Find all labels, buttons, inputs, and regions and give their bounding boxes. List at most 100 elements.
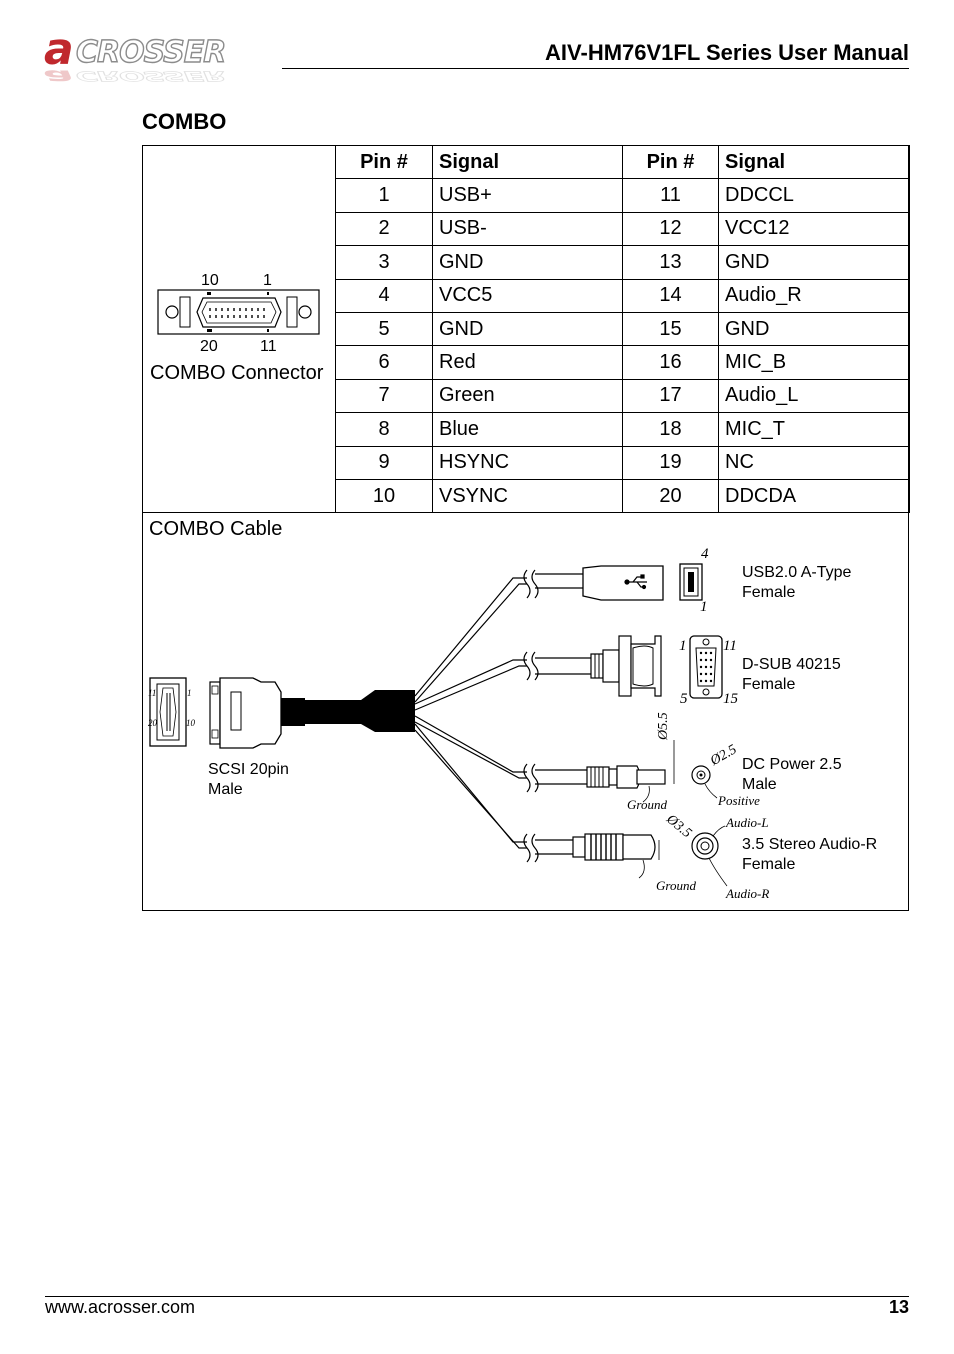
signal-cell: GND (718, 245, 910, 280)
header-pin-2: Pin # (622, 144, 719, 180)
scsi-pin-20: 20 (148, 718, 157, 728)
usb-pin-4: 4 (701, 546, 709, 562)
pin-number-cell: 2 (335, 211, 433, 247)
usb-label-line2: Female (742, 584, 796, 601)
signal-cell: Audio_R (718, 278, 910, 313)
pin-number-cell: 15 (622, 311, 719, 347)
cable-wires (414, 569, 591, 863)
pin-number-cell: 19 (622, 445, 719, 480)
connector-pin-1: 1 (263, 272, 272, 289)
dsub-pin-15: 15 (723, 691, 738, 707)
scsi-side-view (209, 677, 415, 749)
dc-power-connector (586, 740, 718, 803)
signal-cell: Audio_L (718, 378, 910, 414)
dsub-connector (590, 635, 723, 699)
signal-cell: USB- (432, 211, 623, 247)
footer-rule (45, 1296, 909, 1297)
usb-label: USB2.0 A-Type Female (742, 563, 851, 603)
pin-number-cell: 11 (622, 178, 719, 213)
scsi-label-line2: Male (208, 781, 243, 798)
signal-cell: MIC_T (718, 412, 910, 447)
signal-cell: DDCCL (718, 178, 910, 213)
manual-title: AIV-HM76V1FL Series User Manual (545, 40, 909, 65)
dsub-label: D-SUB 40215 Female (742, 655, 841, 695)
audio-label-line1: 3.5 Stereo Audio-R (742, 836, 878, 853)
svg-text:a: a (44, 65, 74, 88)
pin-number-cell: 10 (335, 478, 433, 514)
pin-number-cell: 8 (335, 412, 433, 447)
acrosser-logo: a CROSSER a CROSSER (44, 30, 227, 88)
dc-ground-label: Ground (627, 797, 667, 812)
dc-label-line1: DC Power 2.5 (742, 756, 842, 773)
usb-label-line1: USB2.0 A-Type (742, 564, 852, 581)
signal-cell: GND (432, 245, 623, 280)
svg-text:CROSSER: CROSSER (76, 68, 225, 84)
scsi-pin-11: 11 (148, 688, 157, 698)
cable-divider (142, 512, 909, 513)
audio-l-label: Audio-L (726, 815, 769, 830)
pin-number-cell: 18 (622, 412, 719, 447)
cable-diagram (149, 563, 728, 887)
pin-number-cell: 9 (335, 445, 433, 480)
table-header-row: Pin # Signal Pin # Signal (335, 144, 910, 180)
pin-number-cell: 5 (335, 311, 433, 347)
dc-label-line2: Male (742, 776, 777, 793)
pin-number-cell: 14 (622, 278, 719, 313)
pin-number-cell: 17 (622, 378, 719, 414)
dsub-pin-11: 11 (723, 638, 737, 654)
signal-cell: USB+ (432, 178, 623, 213)
combo-connector: 10 1 20 11 (150, 270, 330, 390)
signal-cell: MIC_B (718, 345, 910, 380)
header-pin-1: Pin # (335, 144, 433, 180)
signal-cell: DDCDA (718, 478, 910, 514)
dc-positive-label: Positive (718, 793, 760, 808)
scsi-front-view (149, 677, 187, 747)
header-signal-2: Signal (718, 144, 910, 180)
signal-cell: Blue (432, 412, 623, 447)
pin-number-cell: 20 (622, 478, 719, 514)
section-title: COMBO (142, 109, 227, 134)
scsi-label: SCSI 20pin Male (208, 760, 289, 800)
scsi-pin-1: 1 (187, 688, 192, 698)
audio-connector (572, 825, 728, 887)
dsub-pin-1: 1 (679, 638, 687, 654)
signal-cell: Red (432, 345, 623, 380)
signal-cell: HSYNC (432, 445, 623, 480)
pin-number-cell: 4 (335, 278, 433, 313)
dc-dim-outer: Ø5.5 (656, 712, 671, 740)
connector-pin-10: 10 (201, 272, 219, 289)
usb-pin-1: 1 (700, 599, 708, 615)
pin-number-cell: 13 (622, 245, 719, 280)
signal-cell: GND (718, 311, 910, 347)
connector-pin-11: 11 (260, 338, 277, 355)
footer-url[interactable]: www.acrosser.com (45, 1297, 196, 1317)
audio-label: 3.5 Stereo Audio-R Female (742, 835, 877, 875)
connector-pin-20: 20 (200, 338, 218, 355)
pin-number-cell: 7 (335, 378, 433, 414)
pin-number-cell: 16 (622, 345, 719, 380)
pin-number-cell: 6 (335, 345, 433, 380)
connector-label: COMBO Connector (150, 362, 324, 384)
signal-cell: VCC12 (718, 211, 910, 247)
audio-ground-label: Ground (656, 878, 696, 893)
dsub-pin-5: 5 (680, 691, 688, 707)
scsi-pin-10: 10 (186, 718, 195, 728)
dc-label: DC Power 2.5 Male (742, 755, 842, 795)
signal-cell: VCC5 (432, 278, 623, 313)
cable-label: COMBO Cable (149, 518, 283, 540)
svg-text:CROSSER: CROSSER (76, 35, 225, 70)
scsi-label-line1: SCSI 20pin (208, 761, 289, 778)
pin-number-cell: 1 (335, 178, 433, 213)
header-signal-1: Signal (432, 144, 623, 180)
connector-outline (157, 289, 320, 335)
pin-number-cell: 3 (335, 245, 433, 280)
